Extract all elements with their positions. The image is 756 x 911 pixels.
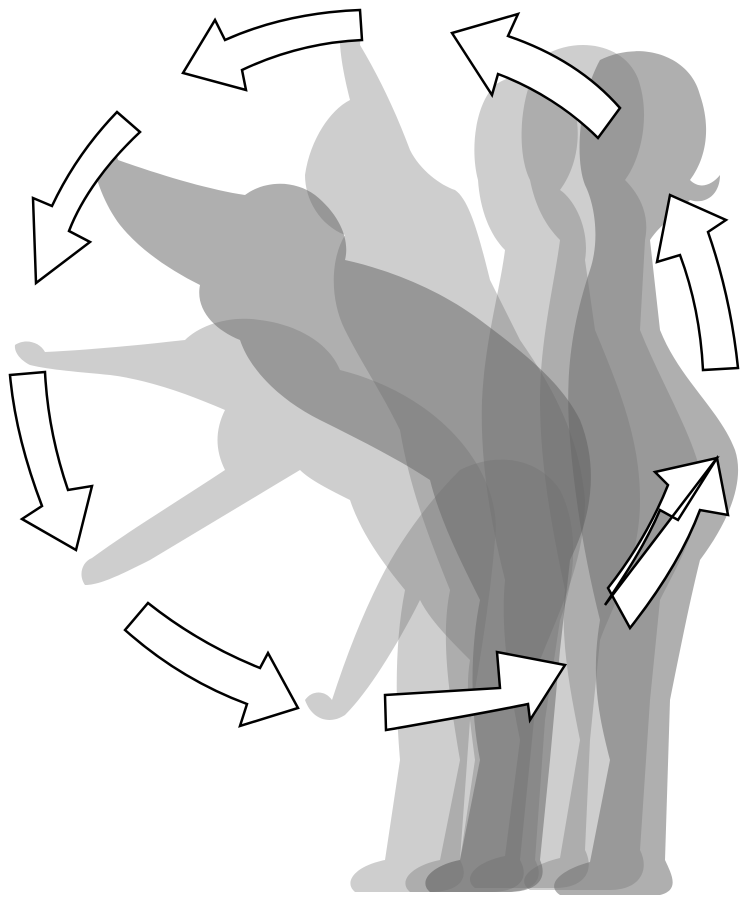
dancer-silhouettes	[15, 24, 738, 895]
arrow-bottom-left	[125, 603, 298, 726]
arrow-right-upper	[657, 195, 738, 370]
arrow-left-middle	[10, 372, 92, 550]
arrow-top-left	[183, 10, 362, 90]
